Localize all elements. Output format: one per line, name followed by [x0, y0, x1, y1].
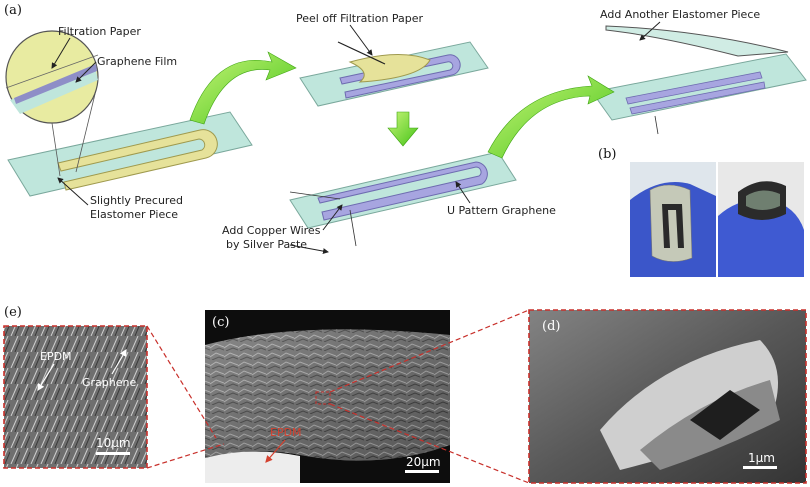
scale-label-e: 10μm — [96, 436, 131, 450]
connector-d-top — [329, 309, 530, 393]
label-peel-off: Peel off Filtration Paper — [296, 12, 424, 25]
photo-b-left — [630, 162, 716, 277]
label-epdm-e: EPDM — [40, 350, 72, 363]
step2-slide — [299, 41, 489, 107]
scale-label-c: 20μm — [406, 455, 441, 469]
label-graphene-e: Graphene — [82, 376, 136, 389]
scale-bar-e — [96, 452, 130, 455]
step4-slide — [591, 25, 807, 135]
panel-label-d: (d) — [542, 319, 560, 334]
process-arrow-3 — [487, 75, 615, 159]
step1-slide — [7, 111, 253, 197]
panel-label-a: (a) — [4, 3, 22, 18]
panel-label-b: (b) — [598, 147, 616, 162]
process-arrow-2 — [387, 111, 419, 147]
label-graphene-film: Graphene Film — [97, 55, 177, 68]
label-u-pattern: U Pattern Graphene — [447, 204, 556, 217]
label-add-copper-2: by Silver Paste — [226, 238, 307, 251]
photo-b-right — [718, 162, 804, 277]
step3-slide — [289, 151, 517, 247]
label-add-copper-1: Add Copper Wires — [222, 224, 321, 237]
label-filtration-paper: Filtration Paper — [58, 25, 141, 38]
connector-d-bottom — [329, 403, 530, 484]
label-slightly-precured-1: Slightly Precured — [90, 194, 183, 207]
label-slightly-precured-2: Elastomer Piece — [90, 208, 178, 221]
sem-image-d — [528, 309, 807, 484]
scale-bar-c — [405, 470, 439, 473]
connector-e-bottom — [146, 443, 225, 469]
process-arrow-1 — [189, 51, 297, 125]
panel-label-c: (c) — [212, 315, 229, 330]
scale-bar-d — [743, 466, 777, 469]
sem-image-c — [205, 310, 450, 483]
label-epdm-c: EPDM — [270, 426, 302, 439]
label-add-another: Add Another Elastomer Piece — [600, 8, 760, 21]
connector-e-top — [146, 325, 217, 439]
scale-label-d: 1μm — [748, 451, 775, 465]
panel-label-e: (e) — [4, 305, 22, 320]
